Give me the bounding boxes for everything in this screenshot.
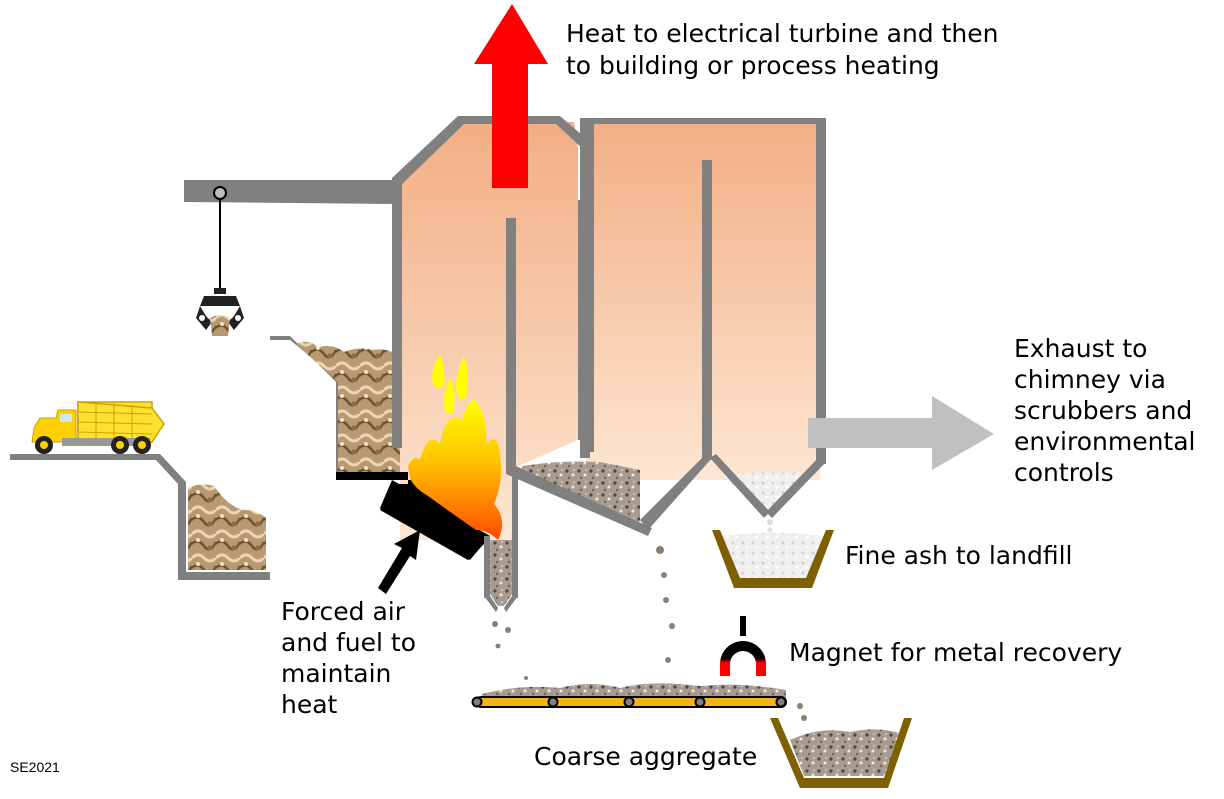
exhaust-label-line4: environmental: [1014, 427, 1195, 456]
conveyor-roller: [694, 696, 706, 708]
exhaust-label-line5: controls: [1014, 458, 1114, 487]
heat-label-line2: to building or process heating: [566, 51, 940, 80]
furnace-grate: [336, 472, 490, 560]
conveyor-roller: [775, 696, 787, 708]
coarse-aggregate-label: Coarse aggregate: [534, 742, 757, 771]
exhaust-label-line1: Exhaust to: [1014, 334, 1147, 363]
fine-ash-label: Fine ash to landfill: [845, 541, 1072, 570]
crane-pulley-icon: [213, 186, 227, 200]
conveyor-belt: [471, 683, 787, 708]
exhaust-arrow-icon: [808, 396, 994, 470]
magnet-icon: [720, 616, 766, 676]
exhaust-label-line3: scrubbers and: [1014, 396, 1192, 425]
falling-fine-ash: [767, 519, 773, 533]
coarse-aggregate-bin: [770, 718, 912, 788]
forced-air-label-line3: maintain: [281, 659, 391, 688]
ash-chute: [484, 470, 518, 612]
crane-beam: [184, 180, 396, 290]
tipping-pit-waste: [188, 484, 266, 570]
conveyor-roller: [623, 696, 635, 708]
forced-air-label-line1: Forced air: [281, 597, 406, 626]
heat-arrow-icon: [474, 4, 548, 188]
falling-gravel: [492, 546, 807, 721]
forced-air-label-line4: heat: [281, 690, 338, 719]
conveyor-roller: [547, 696, 559, 708]
fly-ash-hopper: [710, 454, 826, 518]
exhaust-label-line2: chimney via: [1014, 365, 1166, 394]
magnet-label: Magnet for metal recovery: [789, 638, 1122, 667]
credit-label: SE2021: [10, 759, 60, 775]
feed-hopper-waste: [296, 341, 408, 474]
forced-air-arrow-icon: [378, 530, 420, 594]
heat-label-line1: Heat to electrical turbine and then: [566, 19, 999, 48]
conveyor-roller: [471, 696, 483, 708]
forced-air-label-line2: and fuel to: [281, 628, 416, 657]
ground-ledge: [10, 336, 346, 580]
fine-ash-bin: [712, 530, 834, 588]
garbage-truck-icon: [31, 401, 165, 454]
crane-grab-icon: [196, 288, 244, 336]
flame-icon: [408, 354, 503, 540]
bottom-ash-hopper: [506, 458, 712, 536]
